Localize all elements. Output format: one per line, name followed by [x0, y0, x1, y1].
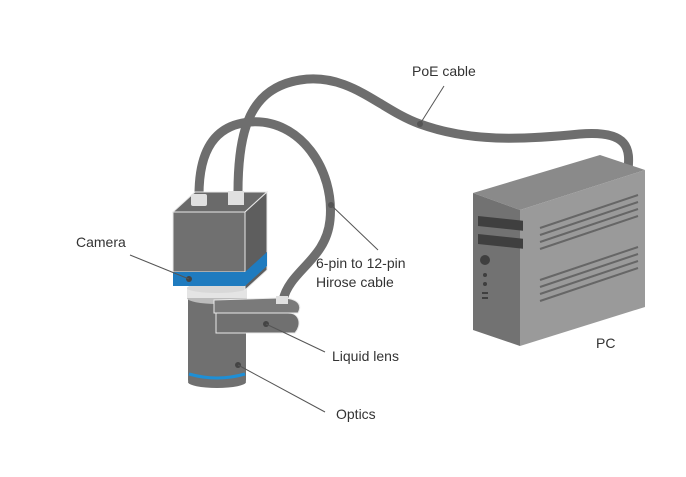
pc-tower	[473, 155, 645, 346]
label-hirose-line2: Hirose cable	[316, 274, 394, 290]
label-pc: PC	[596, 335, 616, 351]
liquid-lens	[213, 296, 301, 334]
camera-body	[171, 190, 269, 292]
label-liquid-lens: Liquid lens	[332, 348, 399, 364]
label-camera: Camera	[76, 234, 126, 250]
camera-cable-loop	[194, 117, 335, 305]
label-poe-cable: PoE cable	[412, 63, 476, 79]
leader-lines	[129, 85, 445, 413]
label-optics: Optics	[336, 406, 376, 422]
label-hirose-line1: 6-pin to 12-pin	[316, 255, 406, 271]
